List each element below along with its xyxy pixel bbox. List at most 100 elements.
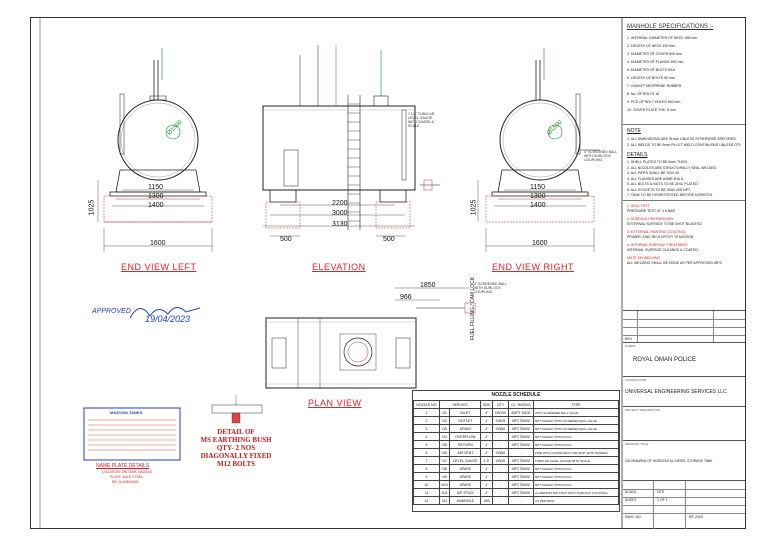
nozzle-cell: N11	[438, 488, 451, 497]
client-label: CLIENT	[625, 344, 636, 348]
drawing-title-block: DRAWING TITLE GA DRAWING OF HORIZONTAL D…	[623, 440, 745, 481]
elevation-view	[262, 45, 440, 237]
end-view-right	[477, 48, 600, 252]
dim-3000: 3000	[332, 210, 348, 217]
nozzle-cell: 1.5"	[480, 456, 494, 465]
nozzle-cell: -	[492, 440, 509, 449]
nozzle-cell: NPT SOCKET WITH PLUG	[533, 464, 619, 473]
dim-500-right: 500	[383, 236, 395, 243]
paint-sec3: 3. EXTERNAL PAINTING (COATING)	[627, 230, 686, 234]
nozzle-cell: N4	[438, 432, 451, 441]
name-plate-detail	[83, 407, 181, 461]
end-view-left	[97, 48, 213, 252]
note-line: 1. ALL DIMENSIONS ARE IN mm UNLESS OTHER…	[627, 137, 737, 141]
nozzle-cell: 2"	[480, 424, 494, 433]
nozzle-cell: 3	[413, 424, 440, 433]
callout-fuel-filling: FUEL FILLING / CAM LOCK	[470, 276, 476, 340]
nozzle-cell: -	[492, 472, 509, 481]
nozzle-cell: NPT F6000	[507, 456, 535, 465]
dim-1600-right: 1600	[532, 240, 548, 247]
nozzle-cell: -	[492, 496, 509, 505]
nozzle-cell: NPT SOCKET WITH PLUG	[533, 472, 619, 481]
nozzle-cell: NPT F6000	[507, 472, 535, 481]
nozzle-cell: 12	[413, 496, 440, 505]
nozzle-cell: 5	[413, 440, 440, 449]
nozzle-cell: DRAIN	[449, 424, 482, 433]
contractor-block: CONTRACTOR UNIVERSAL ENGINEERING SERVICE…	[623, 376, 745, 407]
nozzle-cell: INLET	[449, 408, 482, 417]
dim-1400-right: 1400	[530, 202, 546, 209]
nozzle-cell: NPT SOCKET WITH SCREWED BALL VALVE	[533, 424, 619, 433]
paint-sec5-line: ALL WELDING SHALL BE DONE AS PER APPROVE…	[627, 261, 722, 265]
nozzle-cell: N6	[438, 448, 451, 457]
name-plate-header: MAZOON TANKS	[110, 410, 143, 415]
dim-1300-left: 1300	[148, 193, 164, 200]
nozzle-cell: NPT F6000	[507, 488, 535, 497]
rev-label: REV	[625, 337, 633, 341]
client-block: CLIENT ROYAL OMAN POLICE	[623, 342, 745, 377]
nozzle-cell: AIR VENT	[449, 448, 482, 457]
earthing-l1: DETAIL OF	[217, 428, 255, 436]
dim-500-left: 500	[280, 236, 292, 243]
notes-list: 1. ALL DIMENSIONS ARE IN mm UNLESS OTHER…	[627, 136, 741, 148]
approval-signature: APPROVED	[92, 308, 131, 315]
project-label: PROJECT DESCRIPTION	[625, 408, 661, 412]
nozzle-cell: 9	[413, 472, 440, 481]
nozzle-cell: -	[507, 448, 535, 457]
manhole-spec-line: 9. PCD OF BOLT HOLES 540 mm	[627, 100, 681, 104]
nozzle-cell: 1"	[480, 480, 494, 489]
nozzle-col-rating: CL. RATING	[507, 400, 535, 409]
nozzle-cell: MANHOLE	[449, 496, 482, 505]
plan-view	[265, 287, 476, 389]
nozzle-cell: NPT F6000	[507, 464, 535, 473]
earthing-l4: DIAGONALLY FIXED	[200, 452, 272, 460]
earthing-detail-text: DETAIL OF MS EARTHING BUSH QTY- 2 NOS DI…	[196, 428, 276, 468]
nozzle-cell: -	[507, 496, 535, 505]
nozzle-cell: 2	[413, 416, 440, 425]
nozzle-cell: M1	[438, 496, 451, 505]
note-line: 2. ALL WELDS TO BE 6mm FILLET WELD CONTI…	[627, 143, 741, 147]
elevation-title: ELEVATION	[312, 262, 366, 272]
name-plate-line1: LOCATION:-ON TANK SADDLE	[102, 470, 152, 474]
nozzle-cell: N1	[438, 408, 451, 417]
paint-sec2-line: EXTERNAL SURFACE TO BE SHOT BLASTED	[627, 222, 702, 226]
nozzle-cell: 1"	[480, 440, 494, 449]
nozzle-cell: NPT F6000	[507, 480, 535, 489]
name-plate-line3: DK: ALUMINIUM	[112, 480, 139, 484]
nozzle-cell: WITH SCREENED BALL VALVE	[533, 408, 619, 417]
nozzle-cell: BSPT M100	[507, 408, 535, 417]
sheet-value: 1 OF 1	[657, 498, 668, 502]
paint-sec5: NOTE ON WELDING	[627, 256, 661, 260]
nozzle-col-size: SIZE	[480, 400, 494, 409]
approval-date: 19/04/2023	[145, 314, 191, 324]
nozzle-cell: OUTLET	[449, 416, 482, 425]
dim-1400-left: 1400	[148, 202, 164, 209]
nozzle-cell: SPARE	[449, 480, 482, 489]
nozzle-cell: OVERFLOW	[449, 432, 482, 441]
nozzle-cell: NPT F6000	[507, 440, 535, 449]
nozzle-cell: NPT SOCKET WITH PLUG	[533, 432, 619, 441]
nozzle-cell: 10	[413, 480, 440, 489]
detail-line: 7. TANK TO BE HYDROTESTED BEFORE DISPATC…	[627, 193, 714, 197]
details-list: 1. SHELL PLATES TO BE 6mm THICK.2. ALL N…	[627, 160, 741, 199]
dim-1025-right: 1025	[470, 199, 478, 216]
nozzle-header-row: NOZZLE NO SERVICE SIZE QTY CL. RATING TY…	[413, 400, 619, 409]
detail-line: 6. ALL SOCKETS TO BE 3000 LBS NPT.	[627, 187, 691, 192]
nozzle-col-no: NOZZLE NO	[413, 400, 440, 409]
detail-line: 4. ALL FLANGES ARE ASME B16.5.	[627, 176, 684, 181]
paint-sec1-line: PRESSURE TEST AT 0.5 BAR	[627, 209, 675, 213]
nozzle-cell: DN100	[492, 408, 509, 417]
nozzle-cell: DIP STICK	[449, 488, 482, 497]
earthing-l2: MS EARTHING BUSH	[200, 436, 272, 444]
revision-table: REV	[623, 310, 745, 343]
manhole-spec-line: 4. DIAMETER OF FLANGE 600 mm	[627, 60, 684, 64]
nozzle-cell: N2	[438, 416, 451, 425]
dim-1150-left: 1150	[148, 184, 164, 191]
contractor-label: CONTRACTOR	[625, 378, 647, 382]
nozzle-cell: 450	[480, 496, 494, 505]
